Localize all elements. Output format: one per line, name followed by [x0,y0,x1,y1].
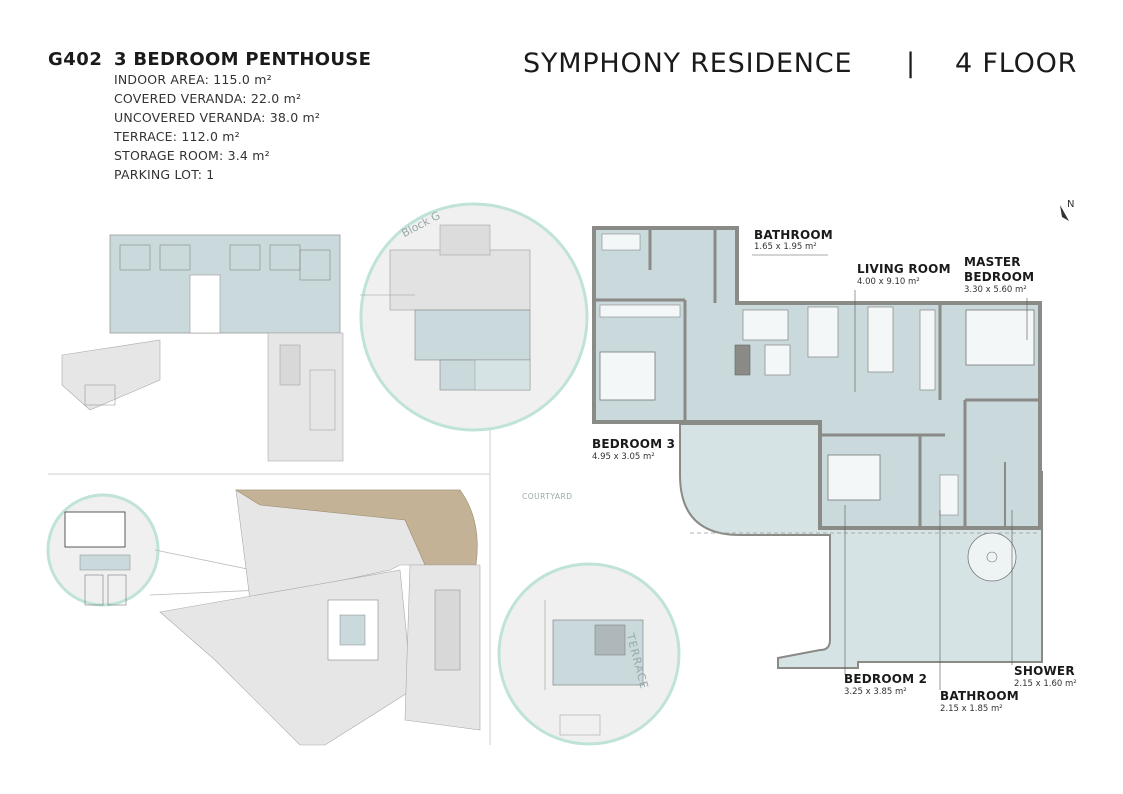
room-label-bathroom-bottom: BATHROOM [940,689,1019,703]
site-plan [159,489,481,746]
room-label-master-line1: MASTER [964,255,1021,269]
room-label-master-line2: BEDROOM [964,270,1035,284]
room-dims-master-bedroom: 3.30 x 5.60 m² [964,285,1027,295]
floor-label: 4 FLOOR [955,48,1078,79]
main-floorplan [592,226,1043,669]
room-dims-bedroom3: 4.95 x 3.05 m² [592,452,655,462]
spec-terrace: TERRACE: 112.0 m² [114,129,240,144]
room-dims-living-room: 4.00 x 9.10 m² [857,277,920,287]
courtyard-label: COURTYARD [522,492,573,501]
spiral-stair [967,532,1017,582]
interior-area [592,226,1042,530]
room-label-bathroom-top: BATHROOM [754,228,833,242]
label-leader-lines [752,254,1028,690]
parking-zoom-circle [46,493,160,607]
spec-indoor-area: INDOOR AREA: 115.0 m² [114,72,272,87]
room-label-bedroom2: BEDROOM 2 [844,672,928,686]
room-dims-bathroom-bottom: 2.15 x 1.85 m² [940,704,1003,714]
room-dims-bedroom2: 3.25 x 3.85 m² [844,687,907,697]
room-label-shower: SHOWER [1014,664,1075,678]
room-dims-shower: 2.15 x 1.60 m² [1014,679,1077,689]
spec-parking-lot: PARKING LOT: 1 [114,167,215,182]
spec-covered-veranda: COVERED VERANDA: 22.0 m² [114,91,302,106]
title-separator: | [906,48,916,79]
room-label-bedroom3: BEDROOM 3 [592,437,676,451]
spec-storage-room: STORAGE ROOM: 3.4 m² [114,148,270,163]
spec-uncovered-veranda: UNCOVERED VERANDA: 38.0 m² [114,110,321,125]
block-zoom-circle [359,202,589,432]
project-name: SYMPHONY RESIDENCE [523,48,853,79]
compass-arrow-icon [1060,205,1069,221]
compass-label: N [1067,199,1075,210]
unit-type: 3 BEDROOM PENTHOUSE [114,49,372,70]
terrace-zoom-circle [497,562,681,746]
room-label-living-room: LIVING ROOM [857,262,951,276]
room-dims-bathroom-top: 1.65 x 1.95 m² [754,242,817,252]
building-keyplan [61,234,344,462]
unit-code: G402 [48,49,103,70]
